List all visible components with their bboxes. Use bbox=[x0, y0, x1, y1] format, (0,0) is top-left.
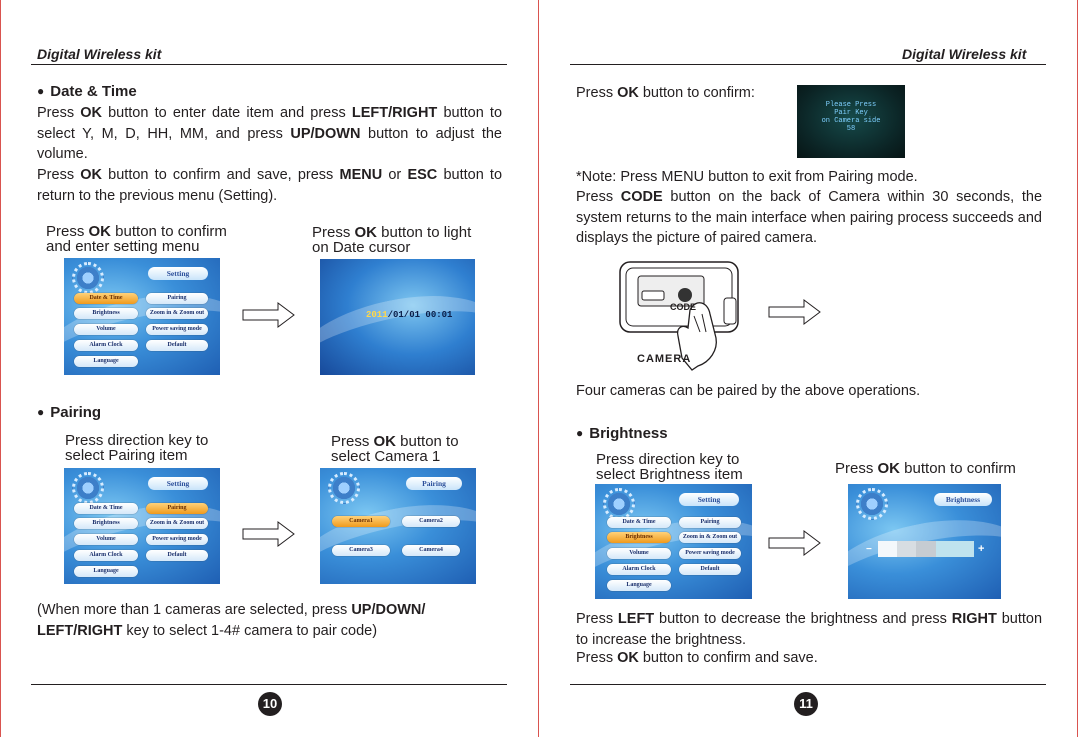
menu-brightness: Brightness bbox=[74, 518, 138, 529]
settings-gear-icon bbox=[603, 488, 635, 520]
setting-tab: Setting bbox=[679, 493, 739, 506]
date-readout-rest: /01/01 00:01 bbox=[387, 310, 453, 320]
popup-line-4: 58 bbox=[846, 125, 856, 133]
setting-menu-screen-pairing: Setting Date & Time Brightness Volume Al… bbox=[64, 468, 220, 584]
arrow-right-icon bbox=[242, 302, 295, 328]
left-header: Digital Wireless kit bbox=[37, 46, 162, 62]
menu-language: Language bbox=[74, 356, 138, 367]
menu-pairing: Pairing bbox=[146, 293, 208, 304]
pairing-tab: Pairing bbox=[406, 477, 462, 490]
caption-confirm-brightness: Press OK button to confirm bbox=[835, 460, 1016, 477]
settings-gear-icon bbox=[72, 262, 104, 294]
menu-default: Default bbox=[146, 550, 208, 561]
code-label: CODE bbox=[670, 302, 697, 312]
minus-icon: − bbox=[866, 544, 872, 555]
right-header-rule bbox=[570, 64, 1046, 65]
menu-power-saving: Power saving mode bbox=[146, 534, 208, 545]
brightness-screen: Brightness − + bbox=[848, 484, 1001, 599]
brightness-tab: Brightness bbox=[934, 493, 992, 506]
date-time-title: Date & Time bbox=[37, 83, 136, 100]
page-number-11: 11 bbox=[794, 692, 818, 716]
camera-1-button: Camera1 bbox=[332, 516, 390, 527]
menu-date-time: Date & Time bbox=[607, 517, 671, 528]
brightness-title: Brightness bbox=[576, 425, 667, 442]
setting-tab: Setting bbox=[148, 267, 208, 280]
date-time-paragraph-1: Press OK button to enter date item and p… bbox=[37, 105, 503, 162]
setting-menu-screen: Setting Date & Time Brightness Volume Al… bbox=[64, 258, 220, 375]
menu-volume: Volume bbox=[607, 548, 671, 559]
menu-volume: Volume bbox=[74, 324, 138, 335]
date-readout-year: 2011 bbox=[366, 310, 388, 320]
pairing-title: Pairing bbox=[37, 404, 101, 421]
arrow-right-icon bbox=[768, 299, 821, 325]
popup-line-3: on Camera side bbox=[821, 117, 881, 125]
setting-menu-screen-brightness: Setting Date & Time Brightness Volume Al… bbox=[595, 484, 752, 599]
popup-line-2: Pair Key bbox=[834, 109, 868, 117]
pair-key-popup: Please Press Pair Key on Camera side 58 bbox=[797, 85, 905, 158]
code-button-icon bbox=[678, 288, 692, 302]
menu-pairing: Pairing bbox=[146, 503, 208, 514]
arrow-right-icon bbox=[768, 530, 821, 556]
note-exit-pairing: *Note: Press MENU button to exit from Pa… bbox=[576, 169, 918, 185]
pair-key-popup-text: Please Press Pair Key on Camera side 58 bbox=[797, 101, 905, 133]
settings-gear-icon bbox=[856, 488, 888, 520]
page-edge-left bbox=[0, 0, 1, 737]
date-cursor-screen: 2011/01/01 00:01 bbox=[320, 259, 475, 375]
camera-2-button: Camera2 bbox=[402, 516, 460, 527]
brightness-bar bbox=[878, 541, 975, 557]
right-header: Digital Wireless kit bbox=[902, 46, 1027, 62]
page-number-10: 10 bbox=[258, 692, 282, 716]
brightness-paragraph-1: Press LEFT button to decrease the bright… bbox=[576, 611, 1043, 648]
menu-alarm-clock: Alarm Clock bbox=[74, 340, 138, 351]
right-footer-rule bbox=[570, 684, 1046, 685]
menu-language: Language bbox=[74, 566, 138, 577]
menu-alarm-clock: Alarm Clock bbox=[74, 550, 138, 561]
menu-volume: Volume bbox=[74, 534, 138, 545]
menu-brightness: Brightness bbox=[74, 308, 138, 319]
menu-power-saving: Power saving mode bbox=[146, 324, 208, 335]
menu-zoom: Zoom in & Zoom out bbox=[146, 518, 208, 529]
settings-gear-icon bbox=[72, 472, 104, 504]
camera-label: CAMERA bbox=[637, 353, 692, 365]
menu-power-saving: Power saving mode bbox=[679, 548, 741, 559]
left-footer-rule bbox=[31, 684, 507, 685]
menu-date-time: Date & Time bbox=[74, 293, 138, 304]
menu-language: Language bbox=[607, 580, 671, 591]
page-spine bbox=[538, 0, 539, 737]
confirm-text: Press OK button to confirm: bbox=[576, 85, 755, 101]
pairing-menu-screen: Pairing Camera1 Camera2 Camera3 Camera4 bbox=[320, 468, 476, 584]
menu-default: Default bbox=[679, 564, 741, 575]
menu-date-time: Date & Time bbox=[74, 503, 138, 514]
brightness-paragraph-2: Press OK button to confirm and save. bbox=[576, 650, 818, 666]
left-header-rule bbox=[31, 64, 507, 65]
date-time-paragraph-2: Press OK button to confirm and save, pre… bbox=[37, 167, 503, 204]
menu-pairing: Pairing bbox=[679, 517, 741, 528]
code-button-instructions: Press CODE button on the back of Camera … bbox=[576, 189, 1043, 246]
menu-zoom: Zoom in & Zoom out bbox=[679, 532, 741, 543]
camera-4-button: Camera4 bbox=[402, 545, 460, 556]
four-cameras-text: Four cameras can be paired by the above … bbox=[576, 383, 921, 399]
hand-icon bbox=[676, 302, 717, 371]
camera-illustration bbox=[619, 261, 739, 371]
pairing-note: (When more than 1 cameras are selected, … bbox=[37, 602, 426, 639]
menu-default: Default bbox=[146, 340, 208, 351]
setting-tab: Setting bbox=[148, 477, 208, 490]
menu-zoom: Zoom in & Zoom out bbox=[146, 308, 208, 319]
arrow-right-icon bbox=[242, 521, 295, 547]
camera-3-button: Camera3 bbox=[332, 545, 390, 556]
plus-icon: + bbox=[978, 543, 985, 555]
menu-brightness: Brightness bbox=[607, 532, 671, 543]
date-readout: 2011/01/01 00:01 bbox=[366, 310, 452, 320]
menu-alarm-clock: Alarm Clock bbox=[607, 564, 671, 575]
popup-line-1: Please Press bbox=[825, 101, 877, 109]
settings-gear-icon bbox=[328, 472, 360, 504]
